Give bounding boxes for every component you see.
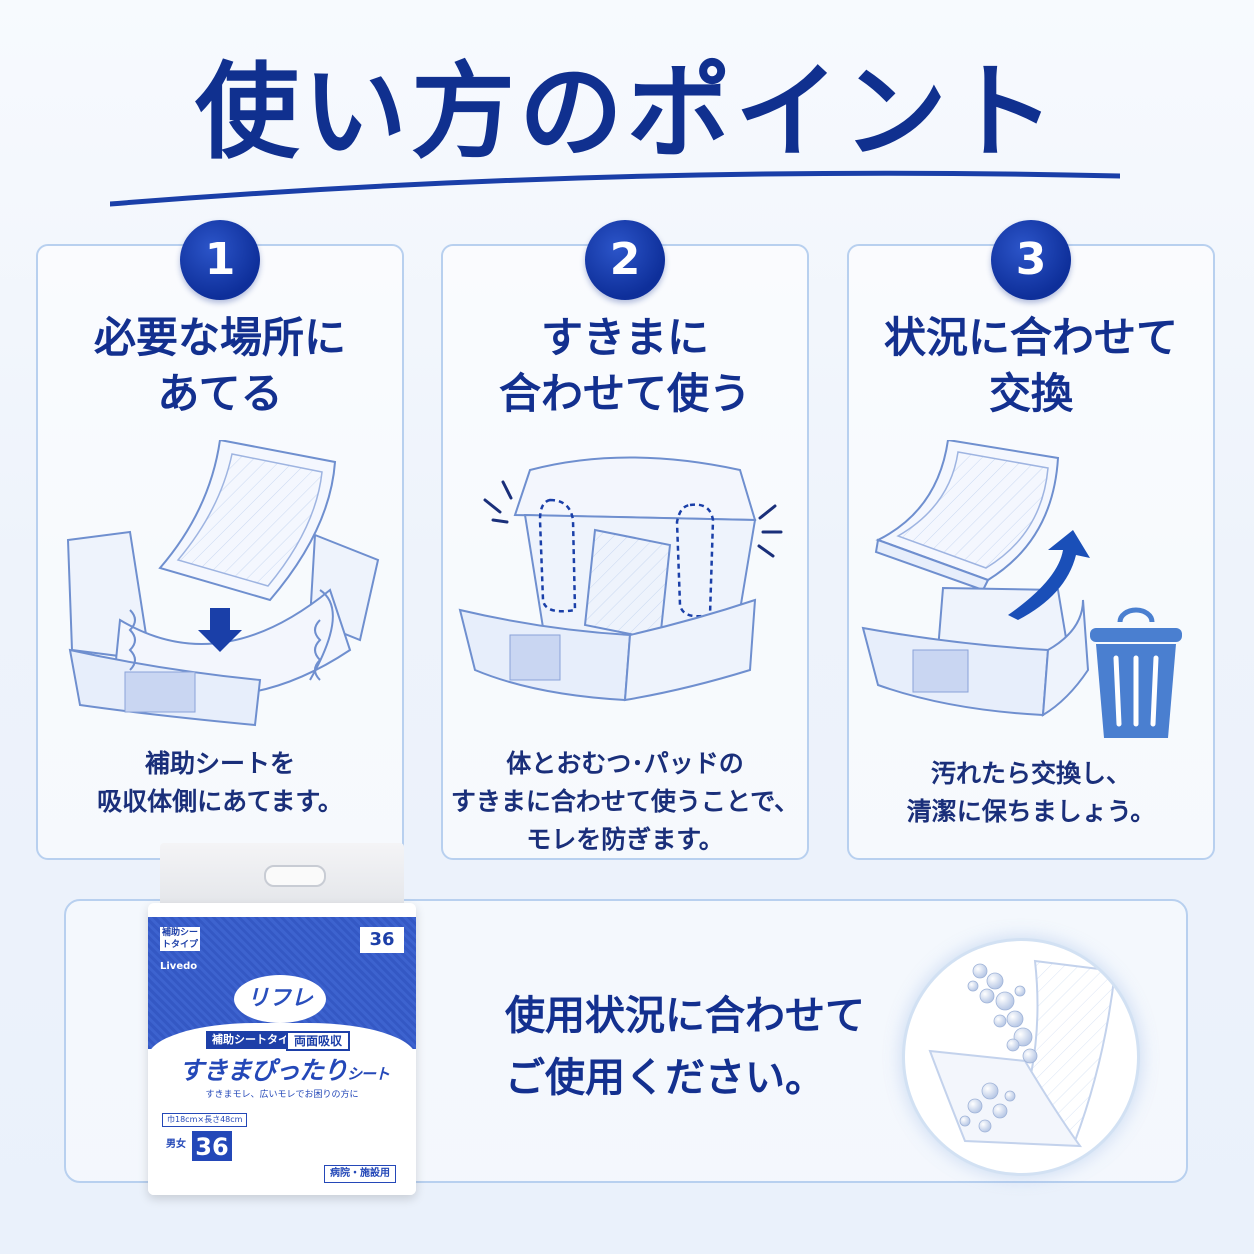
absorption-closeup: [902, 938, 1140, 1176]
step-badge-2: 2: [585, 220, 665, 300]
emphasis-lines-icon: [483, 480, 783, 558]
package-brand: Livedo: [160, 961, 198, 972]
step-heading-2-line1: すきまに: [540, 313, 709, 362]
package-product-name: すきまぴったりシート: [162, 1051, 406, 1087]
arrow-down-icon: [198, 608, 242, 652]
diaper-pad-illustration: [66, 440, 380, 727]
package-count-prefix: 男女: [166, 1139, 186, 1150]
usage-message-line1: 使用状況に合わせて: [505, 993, 865, 1039]
step-desc-1-line2: 吸収体側にあてます。: [97, 787, 343, 816]
step-desc-3-line1: 汚れたら交換し、: [930, 759, 1131, 788]
title-underline: [110, 170, 1120, 207]
package-size: 巾18cm×長さ48cm: [162, 1113, 248, 1127]
step-desc-2-line1: 体とおむつ･パッドの: [506, 749, 744, 778]
diaper-replace-illustration: [861, 440, 1182, 738]
package-count: 36: [192, 1131, 232, 1161]
step-heading-2: すきまに 合わせて使う: [441, 310, 809, 422]
package-logo: リフレ: [234, 975, 326, 1023]
package-feature: 両面吸収: [286, 1031, 351, 1051]
step-badge-3: 3: [991, 220, 1071, 300]
product-package: 補助シートタイプ 36 Livedo リフレ 補助シートタイプ 両面吸収 すきま…: [148, 843, 416, 1195]
diaper-gap-illustration: [458, 456, 783, 702]
usage-message: 使用状況に合わせて ご使用ください。: [505, 985, 905, 1109]
step-desc-2-line2: すきまに合わせて使うことで、: [450, 787, 800, 816]
package-handle: [264, 865, 326, 887]
step-desc-3: 汚れたら交換し、 清潔に保ちましょう。: [847, 755, 1215, 831]
package-count-top: 36: [360, 927, 404, 953]
package-product-name-suffix: シート: [347, 1065, 390, 1083]
package-top: [160, 843, 404, 907]
step-heading-1-line1: 必要な場所に: [93, 313, 346, 362]
step-badge-1: 1: [180, 220, 260, 300]
step-heading-3-line1: 状況に合わせて: [883, 313, 1178, 362]
step-heading-2-line2: 合わせて使う: [498, 369, 751, 418]
double-sided-absorption-illustration: [928, 959, 1117, 1148]
package-type-label: 補助シートタイプ: [160, 927, 200, 951]
arrow-up-icon: [1008, 530, 1090, 620]
step-desc-1-line1: 補助シートを: [144, 749, 295, 778]
step-heading-1: 必要な場所に あてる: [36, 310, 404, 422]
step-heading-3: 状況に合わせて 交換: [847, 310, 1215, 422]
package-body: 補助シートタイプ 36 Livedo リフレ 補助シートタイプ 両面吸収 すきま…: [148, 903, 416, 1195]
step-heading-3-line2: 交換: [988, 369, 1073, 418]
usage-message-line2: ご使用ください。: [505, 1055, 825, 1101]
step-heading-1-line2: あてる: [157, 369, 283, 418]
step-desc-2-line3: モレを防ぎます。: [526, 825, 724, 854]
package-lower: [148, 1023, 416, 1195]
step-desc-1: 補助シートを 吸収体側にあてます。: [36, 745, 404, 821]
package-subtype: 補助シートタイプ: [206, 1031, 306, 1049]
step-desc-3-line2: 清潔に保ちましょう。: [906, 797, 1156, 826]
trash-can-icon: [1090, 607, 1182, 738]
package-tagline: すきまモレ、広いモレでお困りの方に: [205, 1090, 359, 1100]
step-desc-2: 体とおむつ･パッドの すきまに合わせて使うことで、 モレを防ぎます。: [441, 745, 809, 859]
package-product-name-main: すきまぴったり: [178, 1056, 348, 1085]
page-title: 使い方のポイント: [194, 51, 1059, 173]
package-usage: 病院・施設用: [324, 1165, 396, 1183]
